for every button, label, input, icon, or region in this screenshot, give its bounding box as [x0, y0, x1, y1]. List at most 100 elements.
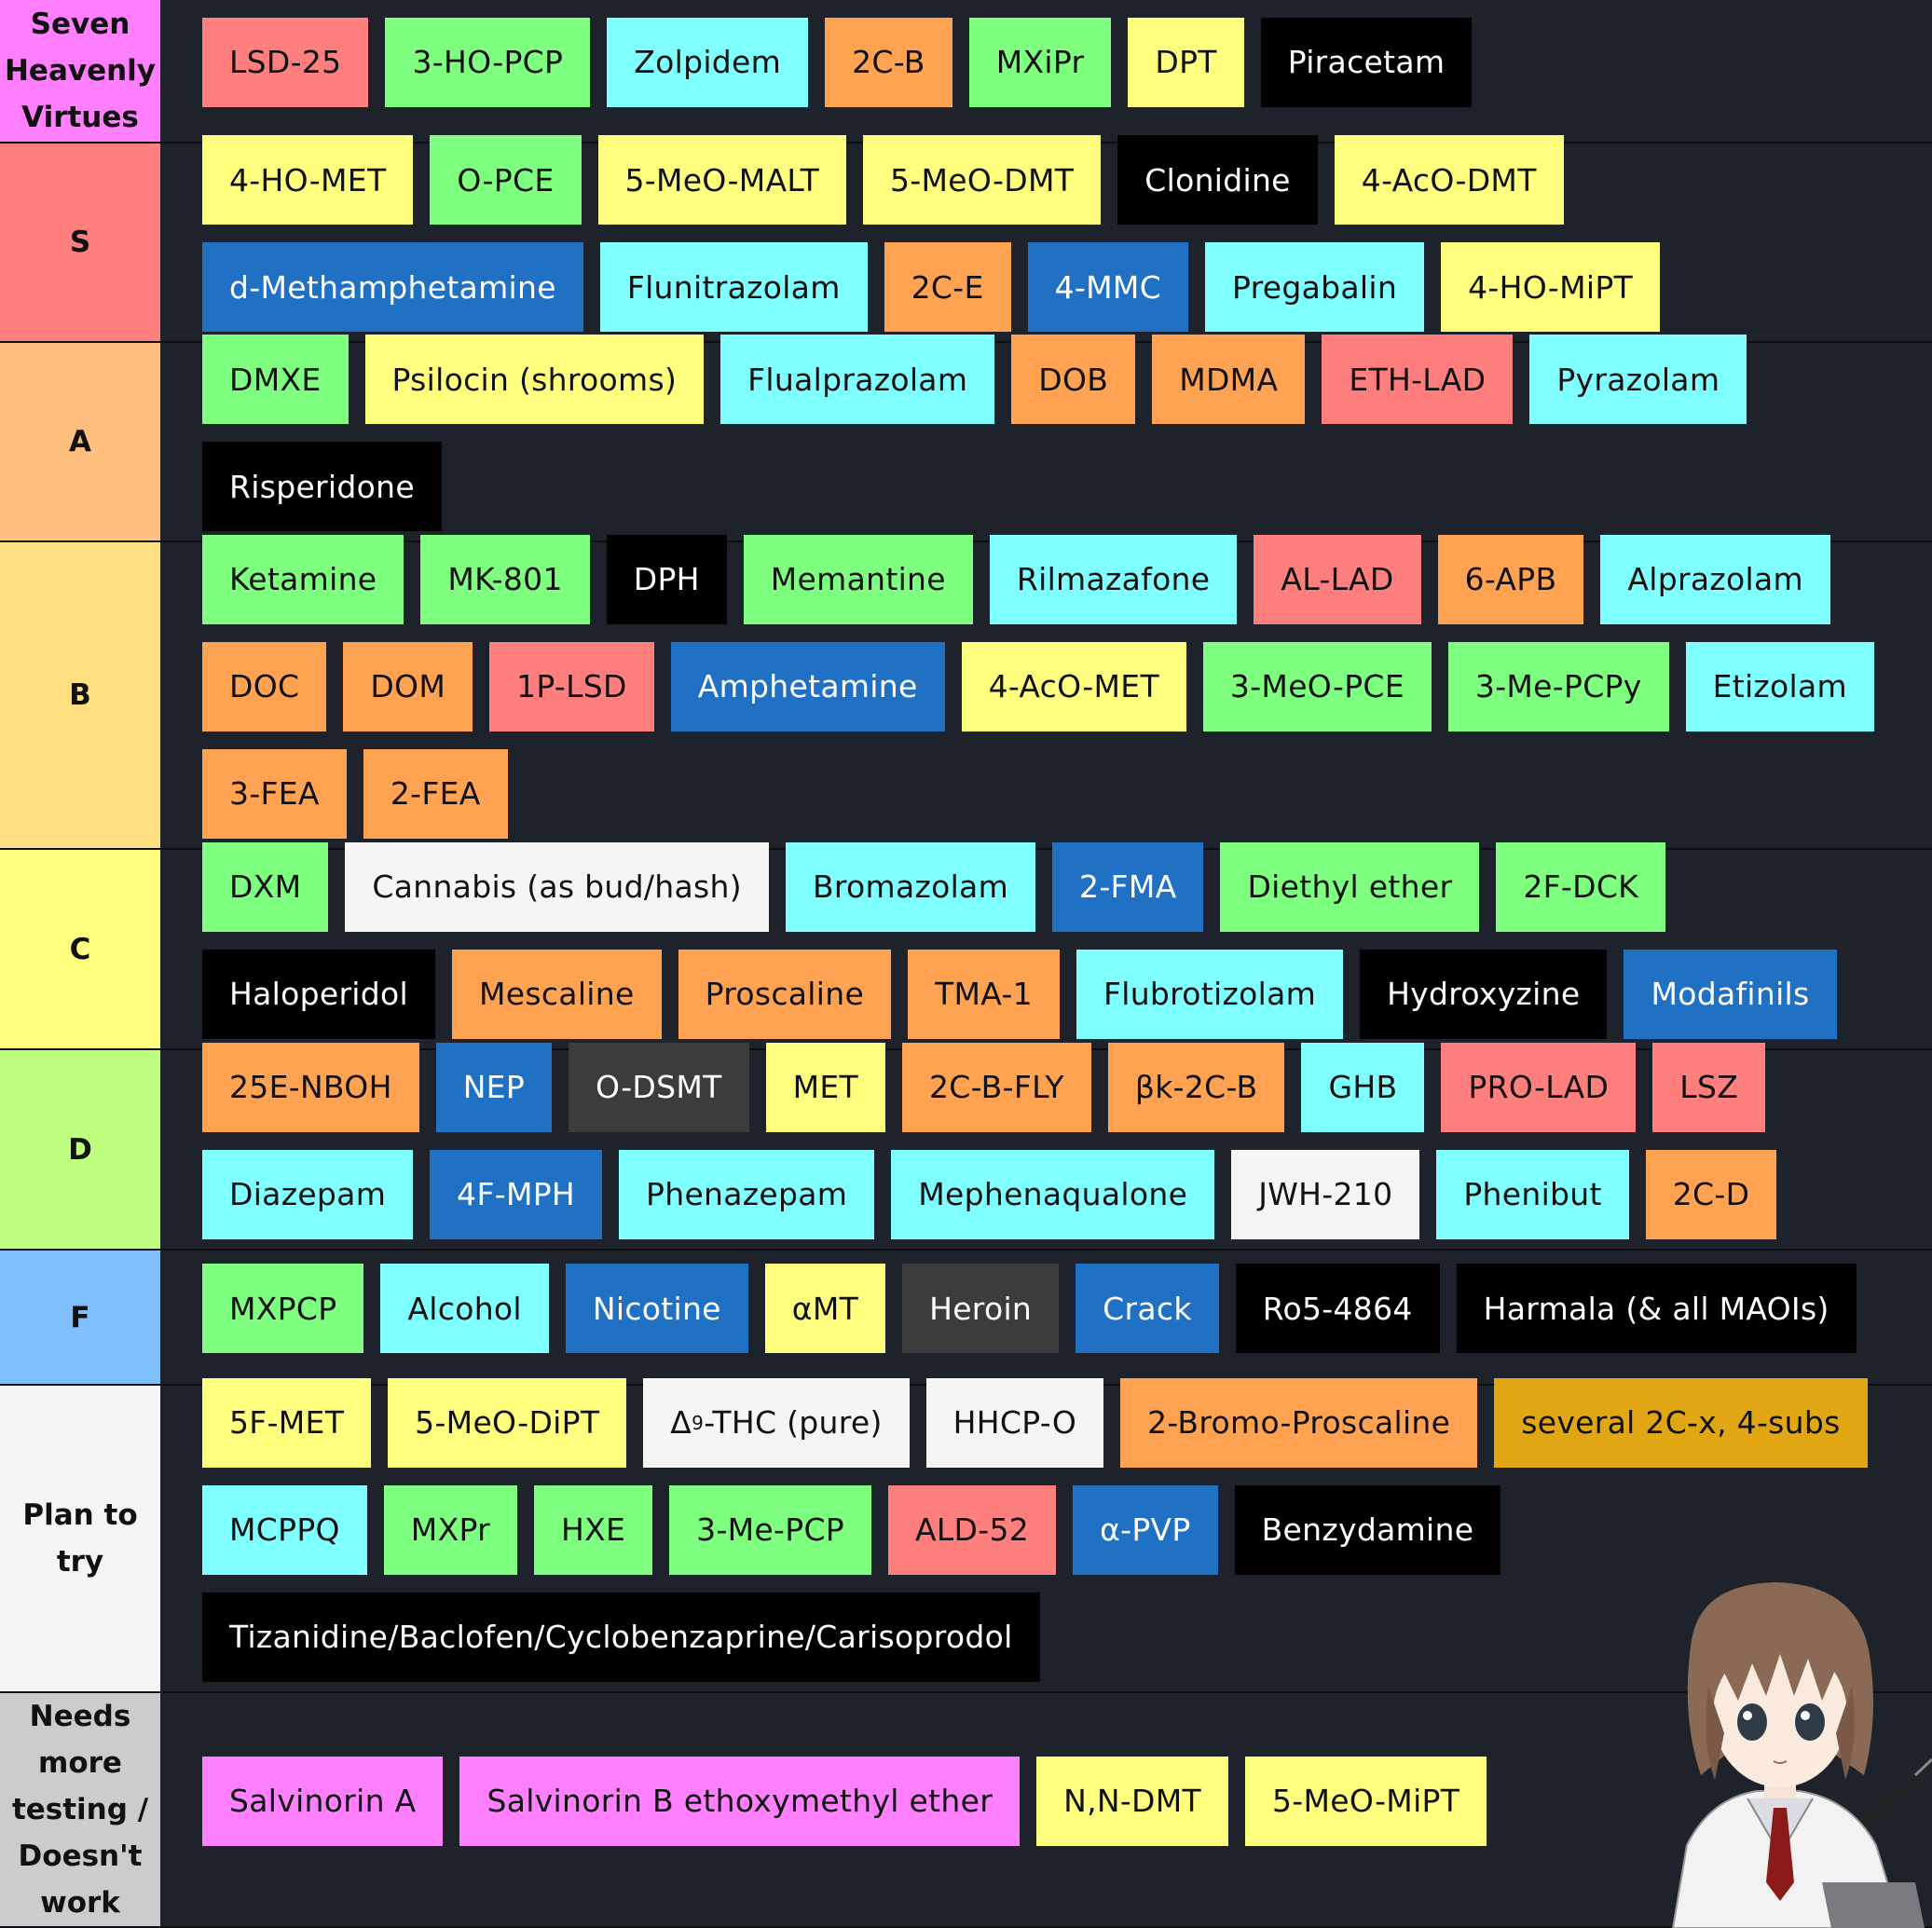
tier-item[interactable]: 3-HO-PCP: [385, 17, 591, 107]
tier-item[interactable]: 5-MeO-MiPT: [1245, 1756, 1487, 1846]
tier-item[interactable]: N,N-DMT: [1036, 1756, 1229, 1846]
tier-item[interactable]: Phenibut: [1436, 1149, 1629, 1239]
tier-item[interactable]: αMT: [764, 1264, 886, 1353]
tier-item[interactable]: Phenazepam: [619, 1149, 875, 1239]
tier-item[interactable]: 3-Me-PCP: [669, 1484, 871, 1575]
tier-item[interactable]: Pyrazolam: [1529, 335, 1747, 424]
tier-item[interactable]: Pregabalin: [1205, 242, 1425, 332]
tier-item[interactable]: Salvinorin B ethoxymethyl ether: [459, 1756, 1021, 1846]
tier-item[interactable]: MXPr: [383, 1484, 517, 1575]
tier-item[interactable]: Flualprazolam: [720, 335, 995, 424]
tier-item[interactable]: Zolpidem: [607, 17, 809, 107]
tier-item[interactable]: Alprazolam: [1600, 534, 1830, 624]
tier-item[interactable]: DPT: [1128, 17, 1244, 107]
tier-item[interactable]: ETH-LAD: [1322, 335, 1514, 424]
tier-item[interactable]: d-Methamphetamine: [202, 242, 583, 332]
tier-item[interactable]: 2C-B: [825, 17, 952, 107]
tier-item[interactable]: Crack: [1076, 1264, 1219, 1353]
tier-item[interactable]: Hydroxyzine: [1360, 949, 1608, 1039]
tier-item[interactable]: DOB: [1011, 335, 1136, 424]
tier-item[interactable]: MDMA: [1152, 335, 1306, 424]
tier-item[interactable]: 2C-D: [1645, 1149, 1777, 1239]
tier-item[interactable]: Proscaline: [678, 949, 892, 1039]
tier-item[interactable]: Clonidine: [1117, 135, 1318, 225]
tier-item[interactable]: LSD-25: [202, 17, 369, 107]
tier-item[interactable]: Rilmazafone: [989, 534, 1238, 624]
tier-item[interactable]: Tizanidine/Baclofen/Cyclobenzaprine/Cari…: [202, 1592, 1040, 1682]
tier-item[interactable]: MXiPr: [968, 17, 1112, 107]
tier-item[interactable]: 4-AcO-DMT: [1334, 135, 1564, 225]
tier-item[interactable]: Etizolam: [1685, 641, 1874, 732]
tier-item[interactable]: Amphetamine: [670, 641, 945, 732]
tier-item[interactable]: Heroin: [902, 1264, 1060, 1353]
tier-item[interactable]: βk-2C-B: [1107, 1042, 1285, 1132]
tier-item[interactable]: several 2C-x, 4-subs: [1494, 1377, 1868, 1468]
tier-item[interactable]: Mephenaqualone: [891, 1149, 1215, 1239]
tier-item[interactable]: Alcohol: [380, 1264, 549, 1353]
tier-item[interactable]: 2-FEA: [363, 748, 508, 839]
tier-item[interactable]: Ro5-4864: [1235, 1264, 1440, 1353]
tier-item[interactable]: DOC: [202, 641, 327, 732]
tier-item[interactable]: 2F-DCK: [1496, 841, 1666, 932]
tier-item[interactable]: HXE: [533, 1484, 653, 1575]
tier-item[interactable]: Flunitrazolam: [599, 242, 868, 332]
tier-item[interactable]: 3-Me-PCPy: [1447, 641, 1669, 732]
tier-item[interactable]: GHB: [1301, 1042, 1425, 1132]
tier-item[interactable]: Bromazolam: [785, 841, 1036, 932]
tier-item[interactable]: PRO-LAD: [1441, 1042, 1637, 1132]
tier-item[interactable]: α-PVP: [1073, 1484, 1218, 1575]
tier-item[interactable]: 4-HO-MET: [202, 135, 414, 225]
tier-item[interactable]: TMA-1: [908, 949, 1060, 1039]
tier-item[interactable]: Haloperidol: [202, 949, 435, 1039]
tier-item[interactable]: 2-FMA: [1052, 841, 1204, 932]
tier-item[interactable]: Modafinils: [1624, 949, 1837, 1039]
tier-item[interactable]: MET: [765, 1042, 886, 1132]
tier-item[interactable]: 2C-E: [884, 242, 1011, 332]
tier-item[interactable]: DPH: [606, 534, 727, 624]
tier-item[interactable]: HHCP-O: [925, 1377, 1104, 1468]
tier-item[interactable]: Piracetam: [1260, 17, 1473, 107]
tier-item[interactable]: DMXE: [202, 335, 349, 424]
tier-item[interactable]: Flubrotizolam: [1076, 949, 1344, 1039]
tier-item[interactable]: 4F-MPH: [430, 1149, 603, 1239]
tier-item[interactable]: ALD-52: [887, 1484, 1057, 1575]
tier-item[interactable]: 5-MeO-DMT: [863, 135, 1102, 225]
tier-item[interactable]: 4-MMC: [1027, 242, 1189, 332]
tier-item[interactable]: 3-MeO-PCE: [1202, 641, 1432, 732]
tier-item[interactable]: Psilocin (shrooms): [364, 335, 705, 424]
tier-item[interactable]: Memantine: [743, 534, 973, 624]
tier-item[interactable]: DOM: [343, 641, 473, 732]
tier-item[interactable]: O-PCE: [430, 135, 582, 225]
tier-item[interactable]: MCPPQ: [202, 1484, 367, 1575]
tier-item[interactable]: Harmala (& all MAOIs): [1456, 1264, 1857, 1353]
tier-item[interactable]: 4-AcO-MET: [961, 641, 1186, 732]
tier-item[interactable]: JWH-210: [1231, 1149, 1420, 1239]
tier-item[interactable]: 2C-B-FLY: [902, 1042, 1091, 1132]
tier-item[interactable]: Ketamine: [202, 534, 404, 624]
tier-item[interactable]: 4-HO-MiPT: [1441, 242, 1661, 332]
tier-item[interactable]: 1P-LSD: [489, 641, 654, 732]
tier-item[interactable]: Salvinorin A: [202, 1756, 444, 1846]
tier-item[interactable]: AL-LAD: [1254, 534, 1421, 624]
tier-item[interactable]: MXPCP: [202, 1264, 364, 1353]
tier-item[interactable]: Diazepam: [202, 1149, 414, 1239]
tier-item[interactable]: Cannabis (as bud/hash): [345, 841, 769, 932]
tier-item[interactable]: 25E-NBOH: [202, 1042, 419, 1132]
tier-item[interactable]: 2-Bromo-Proscaline: [1120, 1377, 1478, 1468]
tier-item[interactable]: O-DSMT: [569, 1042, 749, 1132]
tier-item[interactable]: LSZ: [1652, 1042, 1766, 1132]
tier-item[interactable]: Diethyl ether: [1220, 841, 1480, 932]
tier-item[interactable]: 3-FEA: [202, 748, 347, 839]
tier-item[interactable]: 6-APB: [1437, 534, 1584, 624]
tier-item[interactable]: MK-801: [420, 534, 590, 624]
tier-item[interactable]: Risperidone: [202, 442, 442, 531]
tier-item[interactable]: DXM: [202, 841, 329, 932]
tier-item[interactable]: 5-MeO-DiPT: [388, 1377, 627, 1468]
tier-item[interactable]: Benzydamine: [1234, 1484, 1501, 1575]
tier-item[interactable]: 5-MeO-MALT: [597, 135, 847, 225]
tier-item[interactable]: NEP: [435, 1042, 553, 1132]
tier-item[interactable]: 5F-MET: [202, 1377, 372, 1468]
tier-item[interactable]: Nicotine: [565, 1264, 748, 1353]
tier-item[interactable]: Mescaline: [452, 949, 662, 1039]
